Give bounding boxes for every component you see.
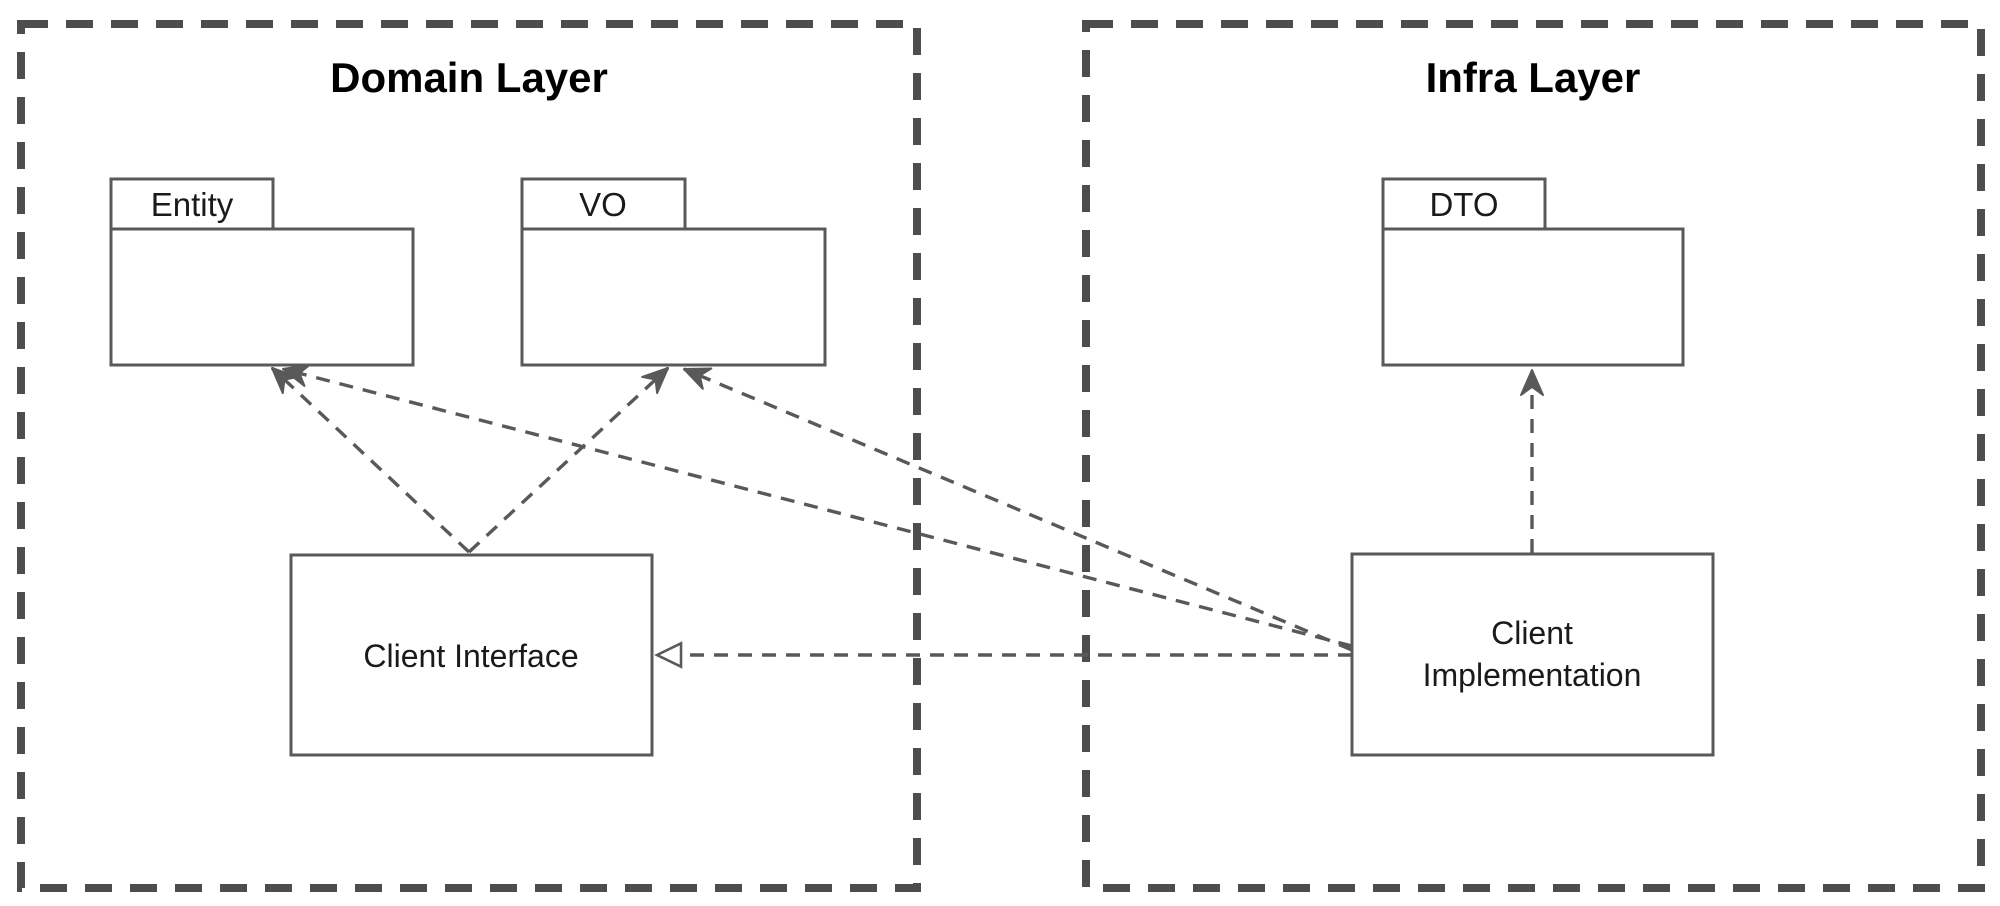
arrow-client-implementation-to-entity — [281, 363, 1353, 648]
domain-layer-boundary — [17, 20, 921, 892]
client-implementation-label-line1: Client — [1491, 615, 1573, 651]
package-dto-tab — [1381, 177, 1547, 231]
package-vo-tab — [520, 177, 687, 231]
client-implementation-box — [1350, 552, 1715, 757]
package-entity-tab — [109, 177, 275, 231]
package-entity-body — [109, 227, 415, 367]
package-entity-label: Entity — [151, 186, 234, 223]
arrow-client-implementation-to-vo — [683, 367, 1353, 652]
package-vo-body — [520, 227, 827, 367]
client-implementation-node: Client Implementation — [1350, 552, 1715, 757]
client-interface-node: Client Interface — [289, 553, 654, 757]
arrow-client-interface-to-vo — [467, 366, 670, 554]
package-dto: DTO — [1381, 177, 1685, 367]
client-interface-box — [289, 553, 654, 757]
package-vo-label: VO — [579, 186, 627, 223]
package-vo: VO — [520, 177, 827, 367]
package-dto-label: DTO — [1429, 186, 1498, 223]
infra-layer-title: Infra Layer — [1426, 54, 1641, 101]
domain-layer-title: Domain Layer — [330, 54, 608, 101]
package-dto-body — [1381, 227, 1685, 367]
package-entity: Entity — [109, 177, 415, 367]
infra-layer-boundary — [1082, 20, 1985, 892]
client-implementation-label-line2: Implementation — [1423, 657, 1642, 693]
arrow-client-interface-to-entity — [270, 366, 471, 554]
client-interface-label: Client Interface — [363, 638, 578, 674]
